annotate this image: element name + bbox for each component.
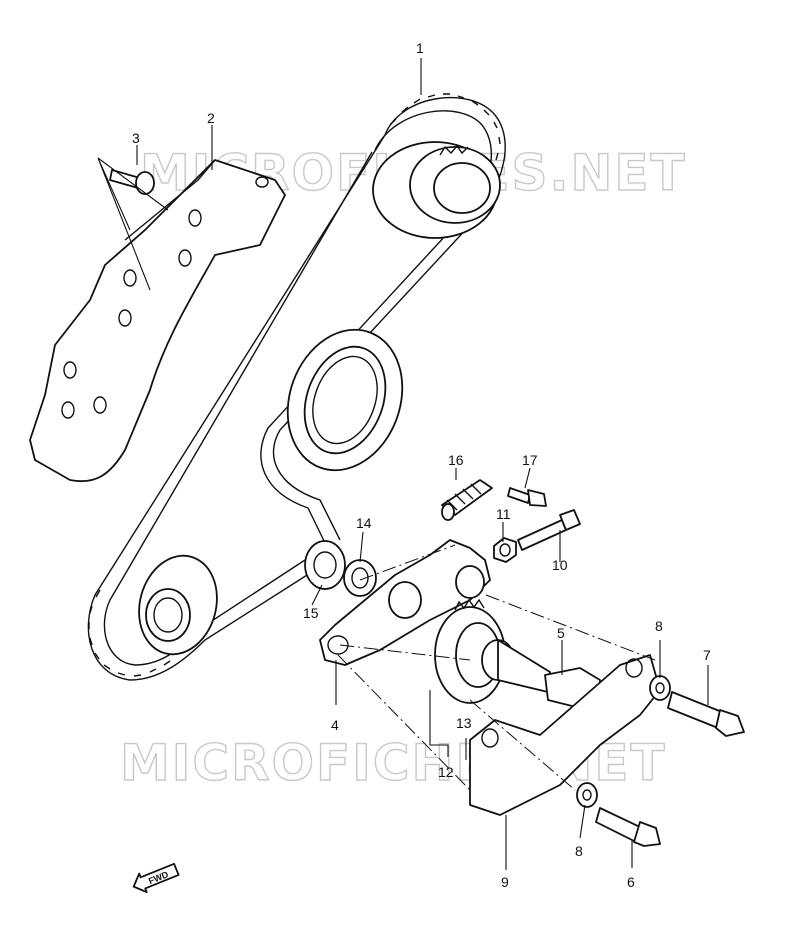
washer-14	[343, 559, 377, 597]
tensioner-spring	[441, 479, 493, 521]
callout-4: 4	[331, 717, 339, 733]
callout-labels: 1 2 3 4 5 6 7 8 8 9 10 11 12 13 14 15 16…	[132, 40, 711, 890]
crankshaft-seal-ring	[286, 328, 404, 472]
callout-10: 10	[552, 557, 568, 573]
collar	[304, 540, 346, 590]
fwd-arrow-icon: FWD	[132, 862, 180, 894]
bolt-7	[667, 691, 745, 737]
callout-14: 14	[356, 515, 372, 531]
callout-13: 13	[456, 715, 472, 731]
callout-3: 3	[132, 130, 140, 146]
callout-5: 5	[557, 625, 565, 641]
assembly-lines	[337, 544, 656, 791]
callout-12: 12	[438, 764, 454, 780]
lock-nut	[493, 537, 517, 563]
cam-sprocket-upper	[372, 141, 501, 239]
washer-8-lower	[576, 782, 598, 808]
bolt-6	[595, 807, 661, 847]
callout-17: 17	[522, 452, 538, 468]
tensioner-arm	[319, 539, 491, 666]
small-bolt	[507, 487, 547, 507]
tensioner-bracket	[469, 654, 661, 816]
callout-6: 6	[627, 874, 635, 890]
long-bolt	[517, 509, 581, 551]
guide-screw	[97, 157, 169, 291]
callout-11: 11	[496, 506, 511, 522]
crank-sprocket-lower	[138, 554, 218, 656]
callout-8a: 8	[655, 618, 663, 634]
callout-15: 15	[303, 605, 319, 621]
callout-16: 16	[448, 452, 464, 468]
callout-9: 9	[501, 874, 509, 890]
callout-2: 2	[207, 110, 215, 126]
callout-7: 7	[703, 647, 711, 663]
callout-1: 1	[416, 40, 424, 56]
callout-8b: 8	[575, 843, 583, 859]
leader-lines	[136, 58, 709, 870]
chain-guide	[29, 159, 286, 483]
washer-8-upper	[649, 675, 671, 701]
